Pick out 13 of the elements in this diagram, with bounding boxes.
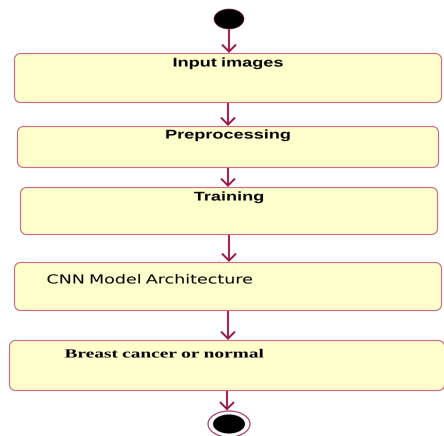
process-box: Training <box>20 187 438 235</box>
arrow <box>220 103 236 126</box>
start-dot <box>214 8 244 30</box>
arrow <box>220 311 236 340</box>
arrow <box>221 235 237 262</box>
arrow <box>219 391 235 410</box>
process-box: Input images <box>14 53 442 103</box>
end-dot <box>208 410 250 436</box>
process-box: CNN Model Architecture <box>14 262 442 311</box>
process-box: Preprocessing <box>17 126 439 168</box>
process-box: Breast cancer or normal <box>9 340 444 391</box>
arrow <box>221 29 237 53</box>
arrow <box>220 168 236 187</box>
